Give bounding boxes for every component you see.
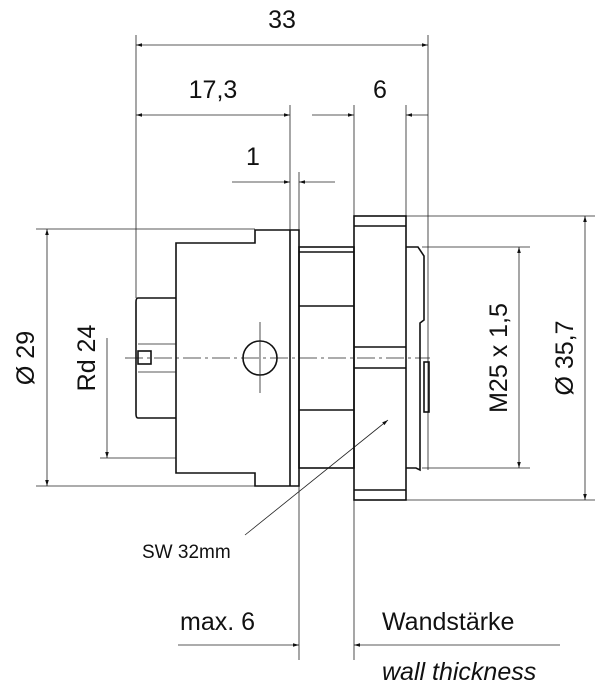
dim-overall-length: 33: [268, 6, 296, 34]
wall-thickness-de: Wandstärke: [382, 608, 514, 636]
dim-flange-width: 6: [373, 76, 387, 104]
dim-thread: M25 x 1,5: [485, 303, 513, 413]
dim-body-length: 17,3: [189, 76, 238, 104]
wrench-size-label: SW 32mm: [142, 542, 231, 563]
max-wall-label: max. 6: [180, 608, 255, 636]
dim-diameter-flange: Ø 35,7: [551, 320, 579, 395]
dim-gap: 1: [246, 143, 260, 171]
wall-thickness-en: wall thickness: [382, 658, 536, 686]
connector-body: [135, 215, 430, 501]
dim-rd: Rd 24: [73, 325, 101, 392]
dimension-lines: [45, 43, 587, 647]
dim-diameter-body: Ø 29: [12, 331, 40, 385]
